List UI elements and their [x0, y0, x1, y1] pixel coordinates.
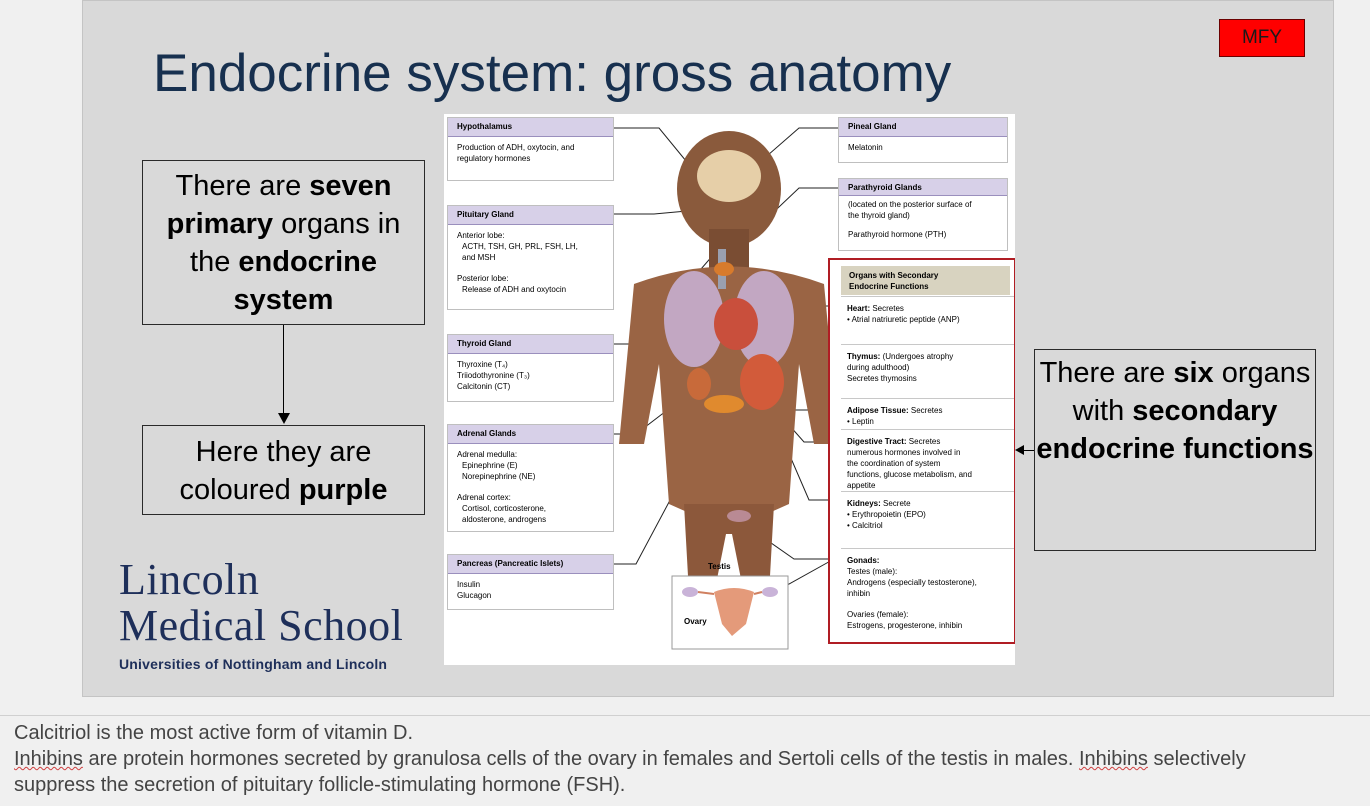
slide-title: Endocrine system: gross anatomy — [153, 44, 952, 103]
arrow-left-icon — [1015, 445, 1024, 455]
gland-box-pineal: Pineal Gland Melatonin — [838, 117, 1008, 163]
secondary-row-gonads: Gonads: Testes (male):Androgens (especia… — [841, 548, 1014, 640]
notes-line-1: Calcitriol is the most active form of vi… — [14, 722, 413, 744]
connector-line-right — [1023, 450, 1034, 451]
testis-label: Testis — [708, 562, 731, 571]
gland-box-adrenal: Adrenal Glands Adrenal medulla:Epinephri… — [447, 424, 614, 532]
secondary-row-adipose: Adipose Tissue: Secretes • Leptin — [841, 398, 1014, 434]
connector-line — [283, 325, 284, 415]
secondary-row-thymus: Thymus: (Undergoes atrophy during adulth… — [841, 344, 1014, 394]
endocrine-anatomy-figure[interactable]: Testis Ovary Hypothalamus Production of … — [444, 114, 1015, 665]
gland-box-pituitary: Pituitary Gland Anterior lobe:ACTH, TSH,… — [447, 205, 614, 310]
notes-line-2: Inhibins are protein hormones secreted b… — [14, 748, 1246, 770]
secondary-row-heart: Heart: Secretes • Atrial natriuretic pep… — [841, 296, 1014, 344]
ovary-label: Ovary — [684, 617, 707, 626]
mfy-badge: MFY — [1219, 19, 1305, 57]
callout-primary-organs: There are seven primary organs in the en… — [142, 160, 425, 325]
gland-box-thyroid: Thyroid Gland Thyroxine (T₄)Triiodothyro… — [447, 334, 614, 402]
secondary-row-kidneys: Kidneys: Secrete • Erythropoietin (EPO)•… — [841, 491, 1014, 549]
gland-box-hypothalamus: Hypothalamus Production of ADH, oxytocin… — [447, 117, 614, 181]
callout-purple: Here they are coloured purple — [142, 425, 425, 515]
lincoln-medical-school-logo: Lincoln Medical School Universities of N… — [119, 555, 404, 673]
callout-secondary-organs: There are six organs with secondary endo… — [1034, 349, 1316, 551]
slide-canvas[interactable]: Endocrine system: gross anatomy MFY Ther… — [82, 0, 1334, 697]
notes-line-3: suppress the secretion of pituitary foll… — [14, 774, 626, 796]
secondary-row-digestive: Digestive Tract: Secretes numerous hormo… — [841, 429, 1014, 491]
speaker-notes-pane[interactable]: Calcitriol is the most active form of vi… — [0, 715, 1370, 806]
gland-box-parathyroid: Parathyroid Glands (located on the poste… — [838, 178, 1008, 251]
arrow-down-icon — [278, 413, 290, 424]
body-illustration — [614, 127, 839, 650]
